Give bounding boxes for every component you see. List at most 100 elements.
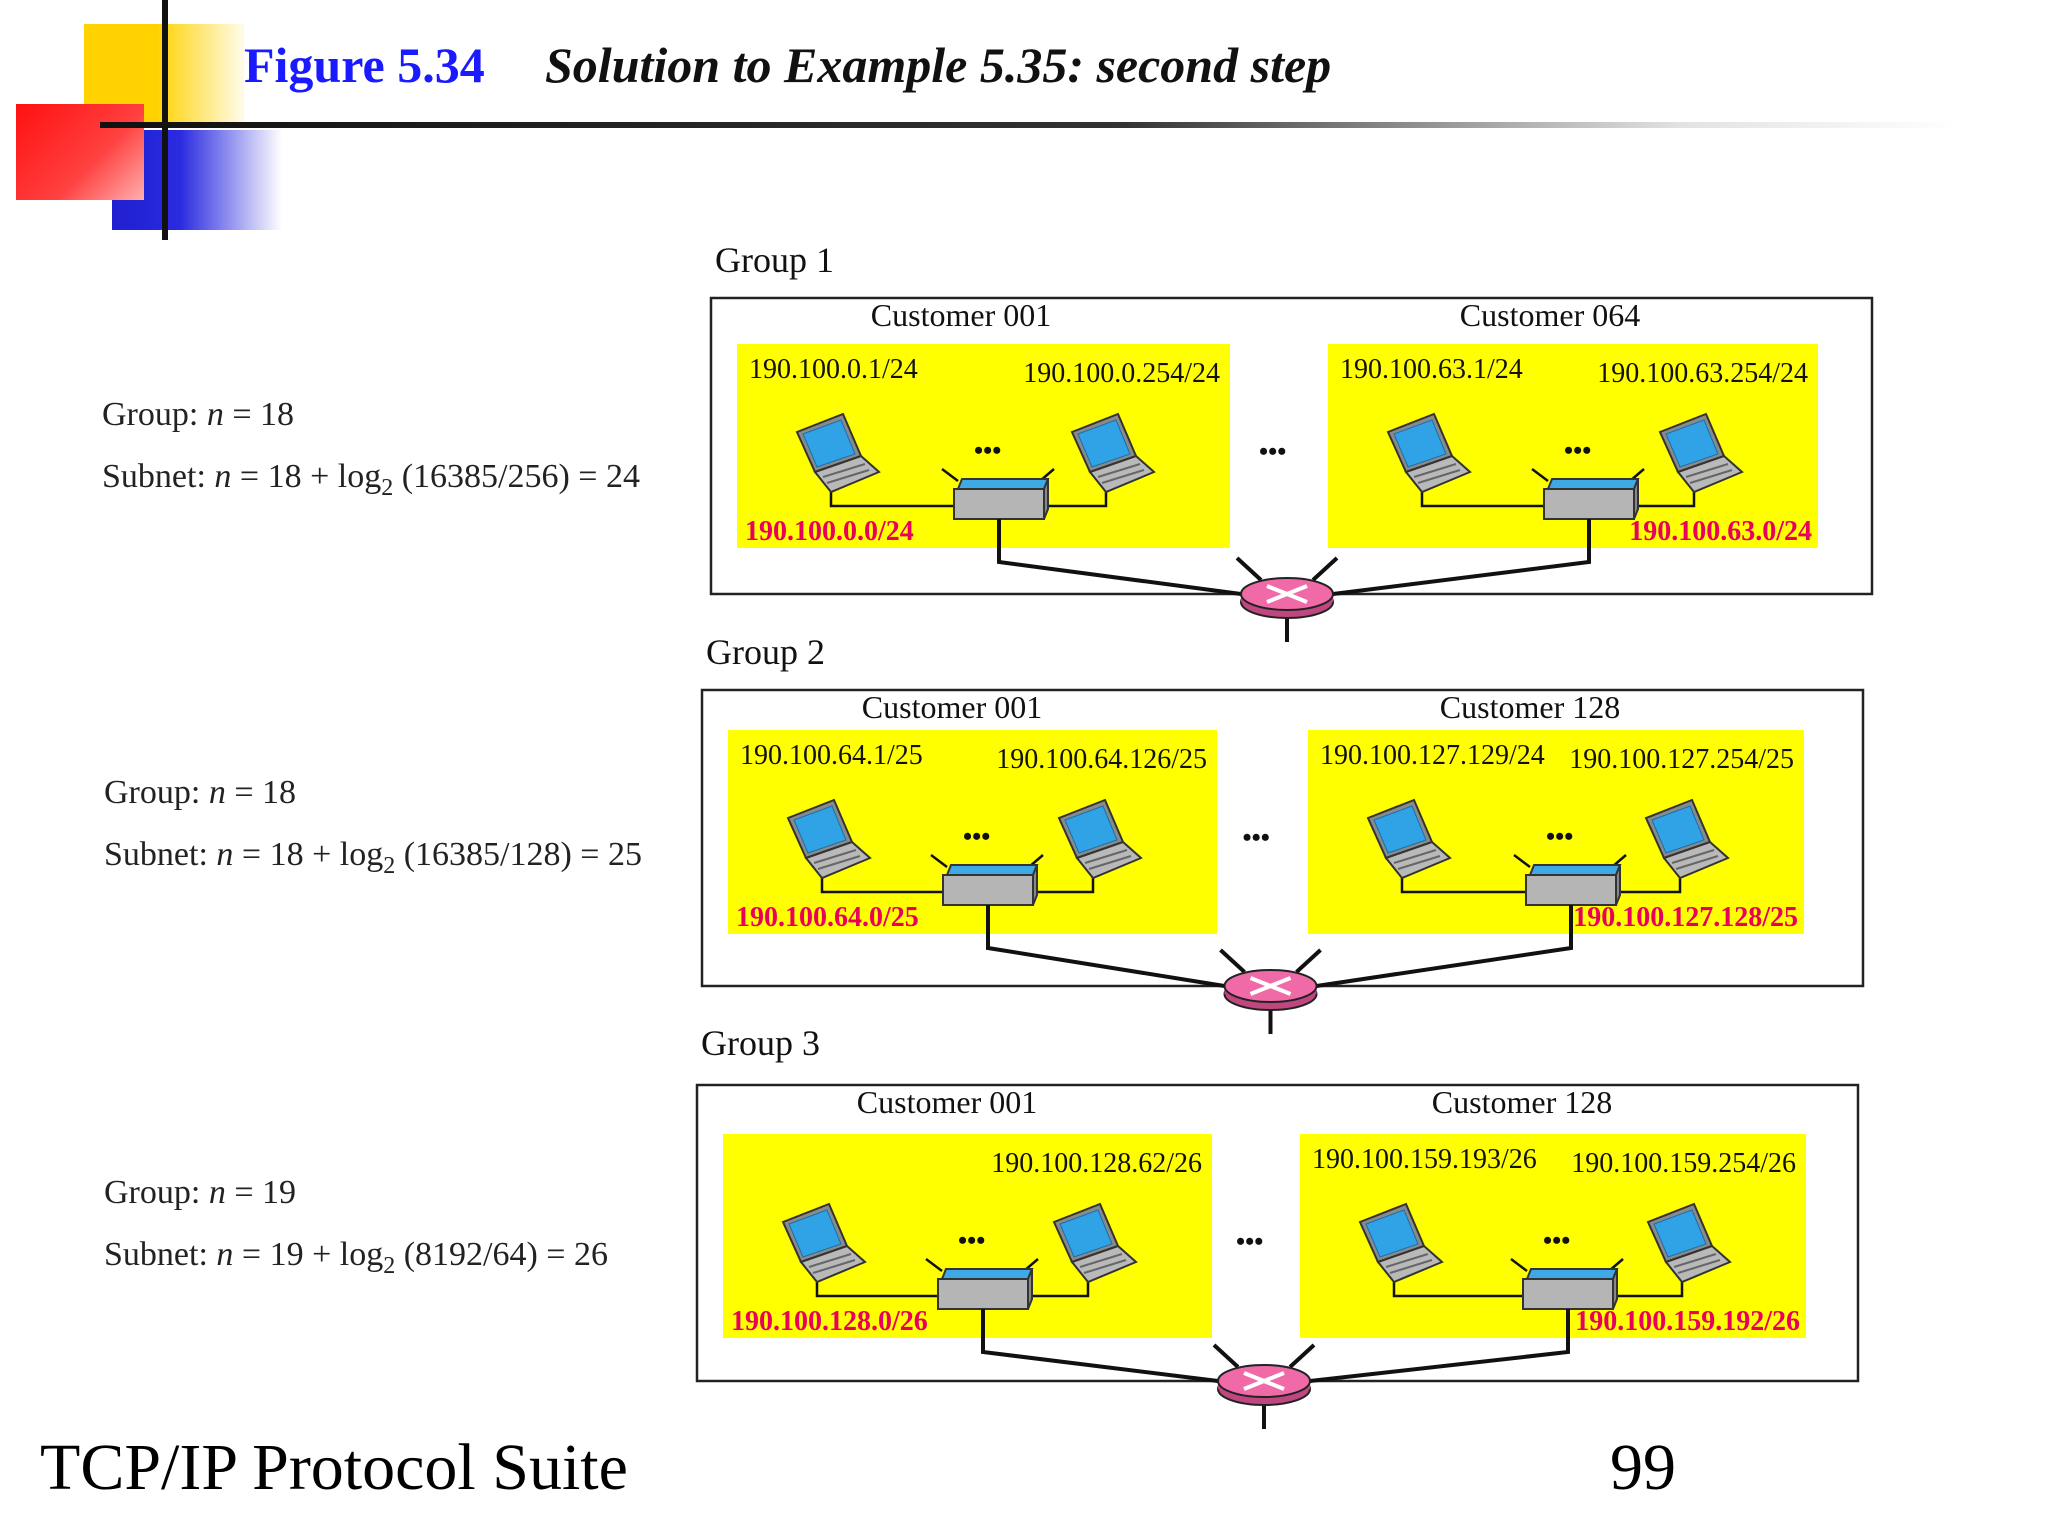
group2-right-switch-icon xyxy=(1525,864,1622,906)
group2-left-antenna-left xyxy=(930,854,948,868)
group1-right-wire-right-host xyxy=(1636,486,1696,508)
group2-equation: Group: n = 18 xyxy=(104,774,297,811)
group1-frame xyxy=(709,296,1874,596)
group2-left-host-right-address: 190.100.64.126/25 xyxy=(996,744,1207,775)
group2-right-wire-left-host xyxy=(1400,872,1526,894)
group1-router-antenna-right xyxy=(1311,556,1339,582)
group2-uplink-left xyxy=(986,905,1225,988)
group2-router-antenna-right xyxy=(1295,948,1322,974)
group2-right-host-ellipsis: ••• xyxy=(1546,822,1573,851)
group1-left-host-right-address: 190.100.0.254/24 xyxy=(1023,358,1220,389)
group2-right-host-right-icon xyxy=(1644,798,1730,880)
group3-router-antenna-left xyxy=(1212,1343,1240,1369)
subnet3-equation: Subnet: n = 19 + log2 (8192/64) = 26 xyxy=(104,1236,608,1279)
group3-left-lan-area xyxy=(723,1134,1212,1338)
group3-right-network-address: 190.100.159.192/26 xyxy=(1575,1306,1800,1337)
group1-right-host-left-icon xyxy=(1386,412,1472,494)
group2-left-lan-area xyxy=(728,730,1217,934)
group3-right-host-right-address: 190.100.159.254/26 xyxy=(1571,1148,1796,1179)
figure-label: Figure 5.34 xyxy=(244,37,485,93)
group2-right-host-left-address: 190.100.127.129/24 xyxy=(1320,740,1545,771)
group1-left-network-address: 190.100.0.0/24 xyxy=(745,516,914,547)
group1-left-lan-area xyxy=(737,344,1230,548)
group3-left-host-ellipsis: ••• xyxy=(958,1226,985,1255)
group2-customer-left: Customer 001 xyxy=(862,689,1042,725)
group1-left-wire-right-host xyxy=(1046,486,1108,508)
group1-right-wire-left-host xyxy=(1420,486,1544,508)
group3-customer-right: Customer 128 xyxy=(1432,1084,1612,1120)
group1-uplink-left xyxy=(997,519,1242,596)
group1-router-icon xyxy=(1240,577,1334,619)
group2-left-wire-right-host xyxy=(1035,872,1095,894)
group3-left-host-right-icon xyxy=(1052,1202,1138,1284)
group3-uplink-right xyxy=(1309,1309,1570,1383)
group1-left-host-right-icon xyxy=(1070,412,1156,494)
deco-red-square xyxy=(16,104,144,200)
group3-left-host-right-address: 190.100.128.62/26 xyxy=(991,1148,1202,1179)
group3-left-antenna-right xyxy=(1023,1258,1039,1272)
group2-left-host-left-icon xyxy=(786,798,872,880)
group1-uplink-right xyxy=(1332,519,1591,596)
group1-right-host-ellipsis: ••• xyxy=(1564,436,1591,465)
group3-left-host-left-icon xyxy=(781,1202,867,1284)
group3-right-wire-left-host xyxy=(1392,1276,1523,1298)
group3-left-antenna-left xyxy=(925,1258,943,1272)
group1-left-switch-icon xyxy=(953,478,1050,520)
subnet1-equation: Subnet: n = 18 + log2 (16385/256) = 24 xyxy=(102,458,640,501)
group2-right-network-address: 190.100.127.128/25 xyxy=(1573,902,1798,933)
group3-uplink-left xyxy=(981,1309,1219,1383)
group1-label: Group 1 xyxy=(715,240,834,280)
deco-horizontal-line xyxy=(100,122,1960,128)
group3-right-host-right-icon xyxy=(1646,1202,1732,1284)
group1-right-antenna-left xyxy=(1531,468,1549,482)
footer-title: TCP/IP Protocol Suite xyxy=(40,1431,628,1504)
group1-left-wire-left-host xyxy=(829,486,954,508)
group3-left-wire-left-host xyxy=(815,1276,938,1298)
group3-right-lan-area xyxy=(1300,1134,1806,1338)
group2-frame xyxy=(700,688,1865,988)
group2-right-antenna-left xyxy=(1513,854,1531,868)
group1-left-antenna-right xyxy=(1039,468,1055,482)
group1-left-antenna-left xyxy=(941,468,959,482)
group3-router-antenna-right xyxy=(1288,1343,1316,1369)
group3-customer-left: Customer 001 xyxy=(857,1084,1037,1120)
group1-right-network-address: 190.100.63.0/24 xyxy=(1629,516,1812,547)
group1-left-host-left-address: 190.100.0.1/24 xyxy=(749,354,918,385)
group2-uplink-right xyxy=(1316,905,1573,988)
group1-left-host-left-icon xyxy=(795,412,881,494)
group3-left-network-address: 190.100.128.0/26 xyxy=(731,1306,928,1337)
figure-title: Solution to Example 5.35: second step xyxy=(545,37,1332,93)
group2-lan-ellipsis: ••• xyxy=(1243,823,1270,852)
group3-equation: Group: n = 19 xyxy=(104,1174,297,1211)
group2-right-host-left-icon xyxy=(1366,798,1452,880)
group1-right-switch-icon xyxy=(1543,478,1640,520)
group3-right-antenna-left xyxy=(1510,1258,1528,1272)
group1-right-host-left-address: 190.100.63.1/24 xyxy=(1340,354,1523,385)
group3-left-wire-right-host xyxy=(1030,1276,1090,1298)
group3-right-host-ellipsis: ••• xyxy=(1543,1226,1570,1255)
group2-right-host-right-address: 190.100.127.254/25 xyxy=(1569,744,1794,775)
group1-customer-left: Customer 001 xyxy=(871,297,1051,333)
group1-equation: Group: n = 18 xyxy=(102,396,295,433)
group1-customer-right: Customer 064 xyxy=(1460,297,1640,333)
group3-left-switch-icon xyxy=(937,1268,1034,1310)
group1-lan-ellipsis: ••• xyxy=(1259,437,1286,466)
group2-right-wire-right-host xyxy=(1618,872,1682,894)
group3-right-host-left-address: 190.100.159.193/26 xyxy=(1312,1144,1537,1175)
group2-customer-right: Customer 128 xyxy=(1440,689,1620,725)
group1-right-antenna-right xyxy=(1629,468,1645,482)
group2-right-antenna-right xyxy=(1611,854,1627,868)
group2-left-host-left-address: 190.100.64.1/25 xyxy=(740,740,923,771)
page-number: 99 xyxy=(1610,1431,1676,1504)
group2-left-host-right-icon xyxy=(1057,798,1143,880)
group3-frame xyxy=(695,1083,1860,1383)
group2-left-network-address: 190.100.64.0/25 xyxy=(736,902,919,933)
group3-right-wire-right-host xyxy=(1615,1276,1684,1298)
group3-right-antenna-right xyxy=(1608,1258,1624,1272)
group2-router-icon xyxy=(1223,969,1318,1011)
group2-router-antenna-left xyxy=(1219,948,1246,974)
group3-right-switch-icon xyxy=(1522,1268,1619,1310)
group1-right-host-right-icon xyxy=(1658,412,1744,494)
group3-right-host-left-icon xyxy=(1358,1202,1444,1284)
